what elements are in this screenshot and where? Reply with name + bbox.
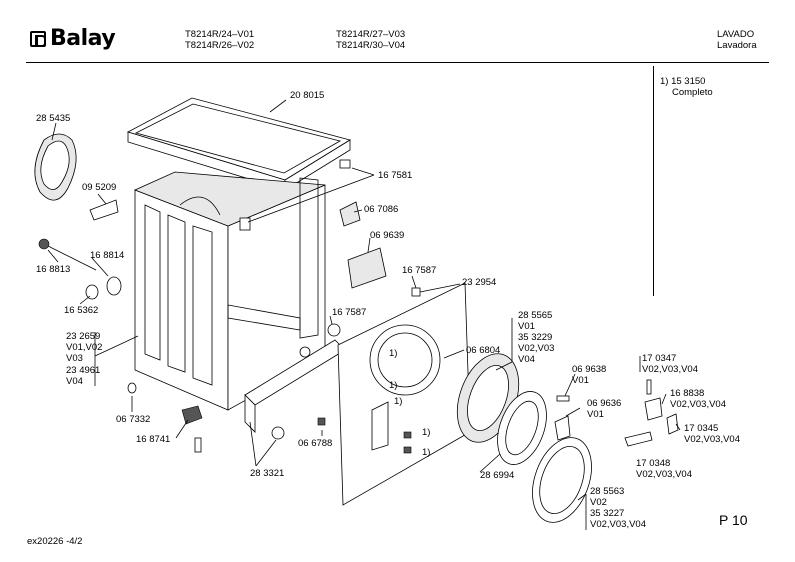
label-v02-v03-v04-d: V02,V03,V04 xyxy=(636,469,692,480)
small-parts xyxy=(38,159,679,453)
hose-loop xyxy=(34,133,77,201)
label-167581: 16 7581 xyxy=(378,170,413,181)
label-v04-a: V04 xyxy=(66,376,83,387)
worktop-lid xyxy=(126,97,352,191)
label-168814: 16 8814 xyxy=(90,250,125,261)
label-232659: 23 2659 xyxy=(66,331,101,342)
label-285435: 28 5435 xyxy=(36,113,71,124)
balay-mark-icon xyxy=(30,30,46,47)
label-069638: 06 9638 xyxy=(572,364,607,375)
door-ring xyxy=(497,391,547,465)
label-167587-lower: 16 7587 xyxy=(332,307,367,318)
label-285565: 28 5565 xyxy=(518,310,553,321)
label-v02-v03-v04-a: V02,V03,V04 xyxy=(642,364,698,375)
label-067332: 06 7332 xyxy=(116,414,151,425)
label-170348: 17 0348 xyxy=(636,458,671,469)
footer-code: ex20226 -4/2 xyxy=(27,536,83,547)
label-170347: 17 0347 xyxy=(642,353,677,364)
label-069636: 06 9636 xyxy=(587,398,622,409)
label-165362: 16 5362 xyxy=(64,305,99,316)
label-066788: 06 6788 xyxy=(298,438,333,449)
label-v01-b: V01 xyxy=(572,375,589,386)
note-mark-4: 1) xyxy=(422,427,431,438)
label-168838: 16 8838 xyxy=(670,388,705,399)
label-069639: 06 9639 xyxy=(370,230,405,241)
label-067086: 06 7086 xyxy=(364,204,399,215)
label-v04-b: V04 xyxy=(518,354,535,365)
model-2: T8214R/26–V02 xyxy=(185,40,255,51)
front-panel xyxy=(337,282,471,506)
model-3: T8214R/27–V03 xyxy=(336,29,406,40)
header-rule xyxy=(26,62,769,63)
label-167587-upper: 16 7587 xyxy=(402,265,437,276)
label-283321: 28 3321 xyxy=(250,468,285,479)
label-v02-v03: V02,V03 xyxy=(518,343,555,354)
leader-lines xyxy=(47,99,681,530)
base-rail xyxy=(244,339,346,433)
label-v01-c: V01 xyxy=(587,409,604,420)
label-v01-a: V01 xyxy=(518,321,535,332)
label-v02-v03-v04-c: V02,V03,V04 xyxy=(684,434,740,445)
page-number: P 10 xyxy=(719,512,748,528)
note-divider xyxy=(653,66,654,296)
label-v03: V03 xyxy=(66,353,83,364)
label-285563: 28 5563 xyxy=(590,486,625,497)
door-assembly xyxy=(532,437,592,523)
note-mark-3: 1) xyxy=(394,396,403,407)
label-170345: 17 0345 xyxy=(684,423,719,434)
note-mark-1: 1) xyxy=(389,348,398,359)
label-208015: 20 8015 xyxy=(290,90,325,101)
label-v02-v03-v04-e: V02,V03,V04 xyxy=(590,519,646,530)
label-168741: 16 8741 xyxy=(136,434,171,445)
category: LAVADO xyxy=(717,29,755,40)
note-mark-5: 1) xyxy=(422,447,431,458)
label-234961: 23 4961 xyxy=(66,365,101,376)
label-v02: V02 xyxy=(590,497,607,508)
brand-name: Balay xyxy=(50,26,116,51)
note-mark-2: 1) xyxy=(389,380,398,391)
label-v02-v03-v04-b: V02,V03,V04 xyxy=(670,399,726,410)
label-353227: 35 3227 xyxy=(590,508,625,519)
label-066804: 06 6804 xyxy=(466,345,501,356)
cabinet-frame xyxy=(133,171,326,411)
label-168813: 16 8813 xyxy=(36,264,71,275)
label-095209: 09 5209 xyxy=(82,182,117,193)
model-4: T8214R/30–V04 xyxy=(336,40,406,51)
label-232954: 23 2954 xyxy=(462,277,497,288)
label-v01-v02: V01,V02 xyxy=(66,342,103,353)
label-353229: 35 3229 xyxy=(518,332,553,343)
brand-logo: Balay xyxy=(30,26,116,51)
note-ref: 1) 15 3150 xyxy=(660,76,706,87)
label-286994: 28 6994 xyxy=(480,470,515,481)
category-sub: Lavadora xyxy=(717,40,757,51)
model-1: T8214R/24–V01 xyxy=(185,29,255,40)
note-desc: Completo xyxy=(672,87,713,98)
